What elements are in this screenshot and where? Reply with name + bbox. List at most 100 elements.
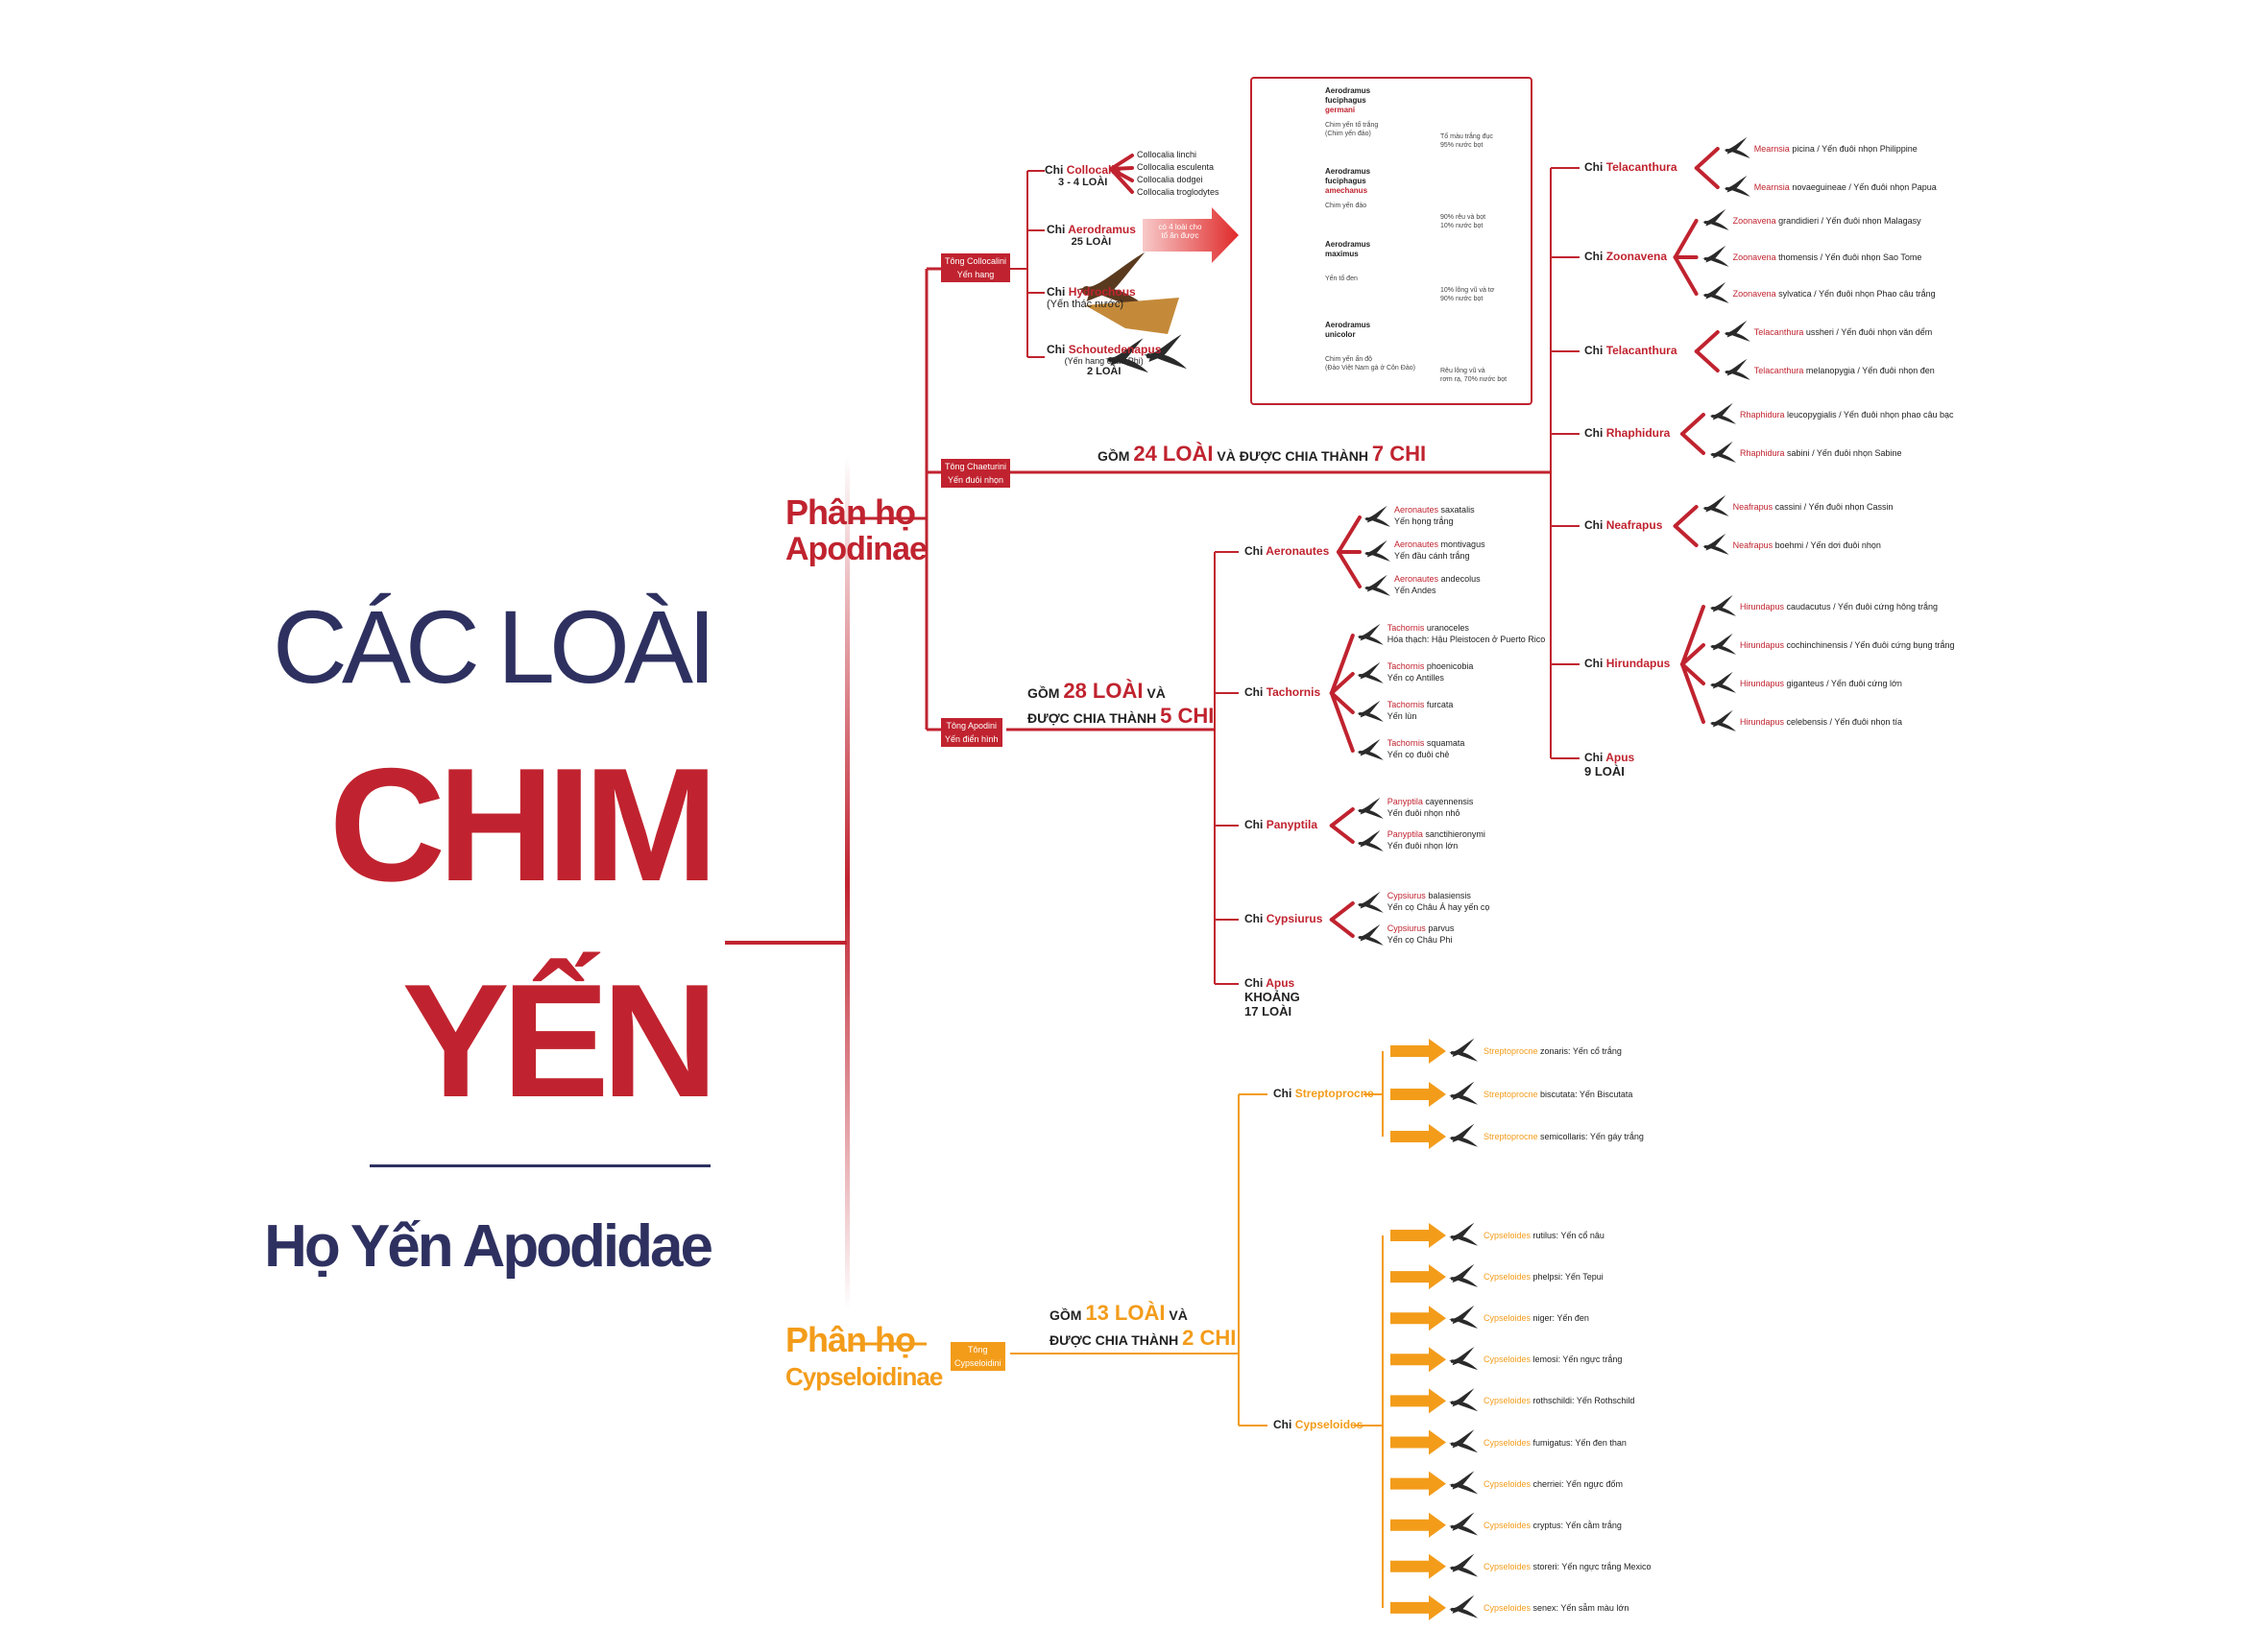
genus-name: Aeronautes bbox=[1266, 544, 1330, 558]
swift-bird-icon bbox=[1363, 505, 1390, 527]
aerodramus-species-note: Chim yến tổ trắng(Chim yến đảo) bbox=[1325, 122, 1379, 137]
species-label: Hirundapus giganteus / Yến đuôi cứng lớn bbox=[1740, 679, 1902, 688]
species-label: Telacanthura ussheri / Yến đuôi nhọn văn… bbox=[1753, 327, 1933, 337]
genus-name: Hirundapus bbox=[1605, 657, 1671, 670]
species-arrow bbox=[1390, 1429, 1446, 1455]
subfamily-cypseloidinae-line2: Cypseloidinae bbox=[785, 1362, 943, 1391]
tribe-chaeturini-name: Tông Chaeturini bbox=[945, 462, 1007, 471]
genus-aeronautes: Chi Aeronautes bbox=[1244, 544, 1329, 558]
cypseloidinae-summary: GỒM 13 LOÀI VÀ ĐƯỢC CHIA THÀNH 2 CHI bbox=[1050, 1302, 1236, 1352]
swift-bird-icon bbox=[1357, 923, 1384, 946]
genus-prefix: Chi bbox=[1273, 1418, 1292, 1431]
genus-prefix: Chi bbox=[1584, 160, 1604, 174]
species-label: Hirundapus caudacutus / Yến đuôi cứng hô… bbox=[1740, 602, 1939, 611]
summary-genus-count: 7 CHI bbox=[1371, 442, 1427, 466]
summary-species-count: 13 LOÀI bbox=[1085, 1301, 1166, 1325]
species-item: Collocalia dodgei bbox=[1137, 175, 1203, 184]
apodini-species-fan bbox=[1329, 672, 1355, 695]
genus-name: Zoonavena bbox=[1605, 250, 1668, 263]
swift-bird-icon bbox=[1449, 1553, 1478, 1577]
species-arrow bbox=[1390, 1553, 1446, 1579]
chaeturini-species-fan bbox=[1680, 643, 1705, 666]
chaeturini-species-fan bbox=[1673, 524, 1699, 547]
genus-prefix: Chi bbox=[1244, 976, 1264, 990]
hydrochous-bird-icon bbox=[1077, 252, 1154, 314]
swift-bird-icon bbox=[1363, 539, 1390, 562]
genus-name: Apus bbox=[1266, 976, 1295, 990]
genus-name: Hydrochous bbox=[1068, 285, 1136, 299]
swift-bird-icon bbox=[1709, 441, 1736, 463]
genus-telacanthura: Chi Telacanthura bbox=[1584, 344, 1677, 357]
chaeturini-species-fan bbox=[1694, 330, 1720, 353]
genus-prefix: Chi bbox=[1047, 223, 1066, 236]
title-divider bbox=[370, 1164, 711, 1167]
species-label: Streptoprocne zonaris: Yến cổ trắng bbox=[1484, 1046, 1622, 1056]
swift-bird-icon bbox=[1709, 709, 1736, 731]
schoutedenapus-bird-icon bbox=[1144, 334, 1187, 370]
genus-aerodramus: Chi Aerodramus 25 LOÀI bbox=[1047, 223, 1136, 248]
subfamily-cypseloidinae: Phân họ Cypseloidinae bbox=[785, 1322, 943, 1395]
tribe-cypseloidini-name: Tông bbox=[968, 1345, 988, 1354]
tribe-apodini-name: Tông Apodini bbox=[946, 721, 998, 731]
subfamily-apodinae: Phân họ Apodinae bbox=[785, 494, 928, 568]
species-arrow bbox=[1390, 1594, 1446, 1620]
title-line-2: CHIM bbox=[328, 734, 718, 915]
species-label: Hirundapus cochinchinensis / Yến đuôi cứ… bbox=[1740, 640, 1955, 650]
genus-prefix: Chi bbox=[1244, 818, 1264, 831]
swift-bird-icon bbox=[1449, 1347, 1478, 1371]
swift-bird-icon bbox=[1449, 1123, 1478, 1147]
species-label: Cypseloides rutilus: Yến cổ nâu bbox=[1484, 1231, 1604, 1240]
swift-bird-icon bbox=[1724, 358, 1750, 380]
genus-prefix: Chi bbox=[1244, 912, 1264, 925]
genus-count: 3 - 4 LOÀI bbox=[1058, 177, 1108, 188]
genus-name: Tachornis bbox=[1266, 685, 1321, 699]
swift-bird-icon bbox=[1449, 1038, 1478, 1062]
genus-hydrochous: Chi Hydrochous (Yến thác nước) bbox=[1047, 285, 1136, 310]
genus-prefix: Chi bbox=[1244, 544, 1264, 558]
species-label: Cypseloides niger: Yến đen bbox=[1484, 1313, 1589, 1324]
apodini-species-fan bbox=[1329, 918, 1355, 938]
tribe-apodini: Tông Apodini Yến điển hình bbox=[941, 718, 1002, 747]
genus-name: Telacanthura bbox=[1605, 160, 1677, 174]
genus-streptoprocne: Chi Streptoprocne bbox=[1273, 1087, 1374, 1100]
apodini-summary: GỒM 28 LOÀI VÀ ĐƯỢC CHIA THÀNH 5 CHI bbox=[1027, 680, 1214, 730]
summary-mid: VÀ ĐƯỢC CHIA THÀNH bbox=[1217, 448, 1368, 464]
chaeturini-species-fan bbox=[1673, 255, 1699, 296]
genus-rhaphidura: Chi Rhaphidura bbox=[1584, 426, 1670, 440]
species-label: Rhaphidura leucopygialis / Yến đuôi nhọn… bbox=[1740, 410, 1954, 419]
species-label: Zoonavena thomensis / Yến đuôi nhọn Sao … bbox=[1732, 252, 1922, 262]
collocalia-fan bbox=[1109, 167, 1134, 194]
genus-collocalia: Chi Collocalia 3 - 4 LOÀI bbox=[1045, 163, 1121, 188]
tribe-apodini-common: Yến điển hình bbox=[945, 734, 999, 744]
tribe-collocaliini: Tông Collocalini Yến hang bbox=[941, 253, 1011, 282]
genus-name: Cypsiurus bbox=[1266, 912, 1323, 925]
apodini-species-fan bbox=[1329, 901, 1355, 922]
genus-count: KHOẢNG bbox=[1244, 990, 1300, 1004]
swift-bird-icon bbox=[1702, 208, 1729, 230]
species-label: Telacanthura melanopygia / Yến đuôi nhọn… bbox=[1753, 366, 1935, 375]
swift-bird-icon bbox=[1449, 1512, 1478, 1536]
species-label: Hirundapus celebensis / Yến đuôi nhọn tí… bbox=[1740, 717, 1902, 727]
swift-bird-icon bbox=[1449, 1594, 1478, 1618]
tribe-cypseloidini: Tông Cypseloidini bbox=[951, 1342, 1005, 1371]
species-label: Mearnsia picina / Yến đuôi nhọn Philippi… bbox=[1753, 144, 1918, 154]
species-label: Cypseloides cryptus: Yến cằm trắng bbox=[1484, 1520, 1622, 1530]
genus-prefix: Chi bbox=[1045, 163, 1064, 177]
species-label: Cypseloides storeri: Yến ngực trắng Mexi… bbox=[1484, 1561, 1652, 1571]
tribe-collocaliini-common: Yến hang bbox=[956, 270, 995, 279]
apodini-species-fan bbox=[1337, 550, 1362, 588]
collocalia-species-list: Collocalia linchi Collocalia esculenta C… bbox=[1137, 149, 1219, 199]
aerodramus-big-arrow bbox=[1143, 207, 1239, 263]
swift-bird-icon bbox=[1709, 671, 1736, 693]
genus-telacanthura: Chi Telacanthura bbox=[1584, 160, 1677, 174]
species-arrow bbox=[1390, 1223, 1446, 1248]
tribe-cypseloidini-common: Cypseloidini bbox=[954, 1358, 1001, 1368]
chaeturini-species-fan bbox=[1673, 219, 1699, 259]
